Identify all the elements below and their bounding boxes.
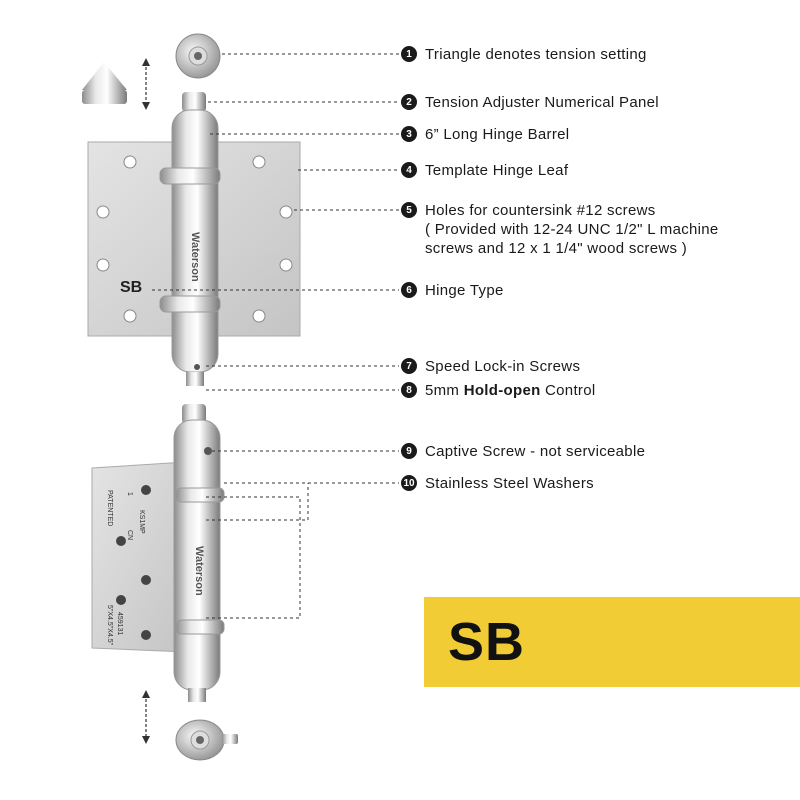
callout-text: Tension Adjuster Numerical Panel — [425, 94, 659, 111]
callout-number: 4 — [401, 162, 417, 178]
bottom-cap-disk — [175, 719, 238, 761]
callout-text: Speed Lock-in Screws — [425, 358, 581, 375]
callout-3: 3 6” Long Hinge Barrel — [401, 125, 569, 144]
callout-5: 5 Holes for countersink #12 screws ( Pro… — [401, 201, 719, 258]
callout-text: Triangle denotes tension setting — [425, 46, 647, 63]
cone-cap — [82, 62, 127, 104]
leader-lines — [152, 53, 399, 619]
svg-text:1: 1 — [126, 492, 133, 496]
callout-text: Stainless Steel Washers — [425, 475, 594, 492]
callout-text: Holes for countersink #12 screws ( Provi… — [425, 201, 719, 258]
callout-number: 6 — [401, 282, 417, 298]
callout-9: 9 Captive Screw - not serviceable — [401, 442, 645, 461]
callout-text: 6” Long Hinge Barrel — [425, 126, 570, 143]
callout-number: 10 — [401, 475, 417, 491]
callout-text: Hinge Type — [425, 282, 504, 299]
svg-text:KS1MP: KS1MP — [138, 510, 145, 534]
callout-number: 1 — [401, 46, 417, 62]
callout-text: 5mm Hold-open Control — [425, 382, 596, 399]
callout-number: 5 — [401, 202, 417, 218]
callout-line-1: Holes for countersink #12 screws — [425, 202, 656, 219]
callout-2: 2 Tension Adjuster Numerical Panel — [401, 93, 659, 112]
barrel-brand-upper: Waterson — [189, 232, 201, 282]
tension-adjuster-disk — [175, 33, 221, 79]
callout-6: 6 Hinge Type — [401, 281, 504, 300]
callout-number: 3 — [401, 126, 417, 142]
callout-number: 8 — [401, 382, 417, 398]
svg-text:5"X4.5"X4.5": 5"X4.5"X4.5" — [106, 605, 113, 646]
banner-text: SB — [448, 612, 526, 672]
callout-8: 8 5mm Hold-open Control — [401, 381, 595, 400]
callout-text: Captive Screw - not serviceable — [425, 443, 646, 460]
callout-line-2: ( Provided with 12-24 UNC 1/2" L machine — [425, 221, 719, 238]
callout-number: 9 — [401, 443, 417, 459]
svg-text:CN: CN — [126, 530, 133, 540]
leaf-engraving: KS1MP 1 CN PATENTED 459131 5"X4.5"X4.5" — [106, 490, 145, 646]
hinge-type-label: SB — [120, 279, 143, 296]
svg-text:PATENTED: PATENTED — [106, 490, 113, 526]
hinge-barrel-upper — [159, 92, 221, 386]
barrel-brand-lower: Waterson — [193, 546, 205, 596]
callout-line-3: screws and 12 x 1 1/4" wood screws ) — [425, 240, 688, 257]
svg-text:459131: 459131 — [116, 612, 123, 635]
callout-number: 7 — [401, 358, 417, 374]
callout-7: 7 Speed Lock-in Screws — [401, 357, 580, 376]
hinge-barrel-lower — [173, 404, 225, 702]
callout-4: 4 Template Hinge Leaf — [401, 161, 568, 180]
hinge-type-banner: SB — [424, 597, 800, 687]
callout-number: 2 — [401, 94, 417, 110]
callout-text: Template Hinge Leaf — [425, 162, 569, 179]
callout-1: 1 Triangle denotes tension setting — [401, 45, 647, 64]
callout-10: 10 Stainless Steel Washers — [401, 474, 594, 493]
